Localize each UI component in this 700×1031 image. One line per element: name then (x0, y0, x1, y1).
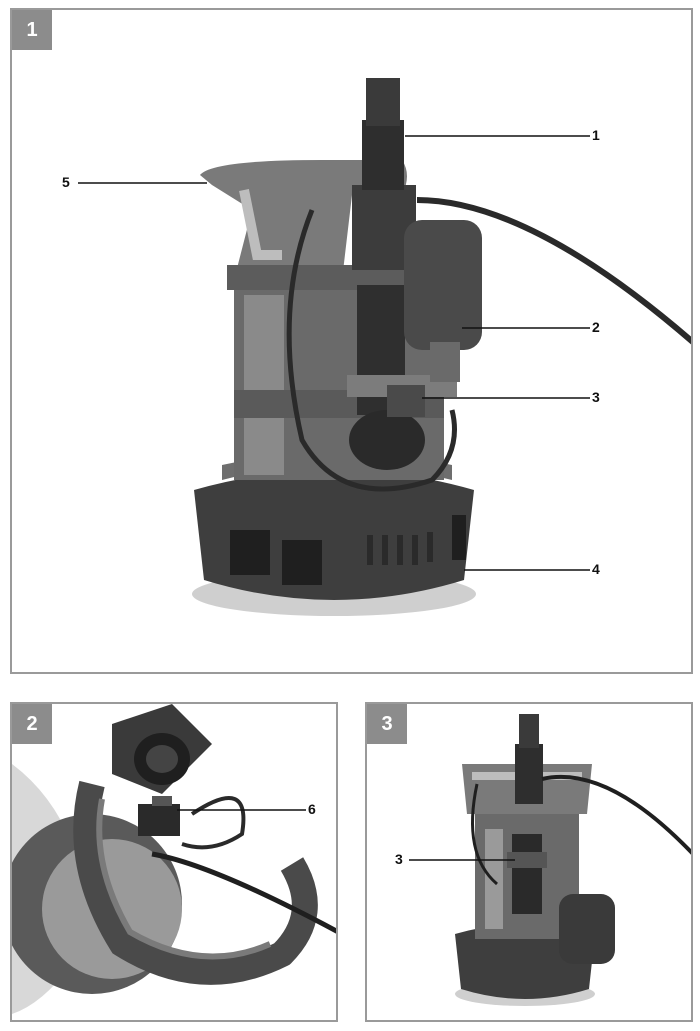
figure-2-panel: 2 6 (10, 702, 338, 1022)
callout-4: 4 (592, 561, 600, 577)
callout-5: 5 (62, 174, 70, 190)
figure-1-panel: 1 (10, 8, 693, 674)
callout-3: 3 (592, 389, 600, 405)
callout-6: 6 (308, 801, 316, 817)
callout-3-detail: 3 (395, 851, 403, 867)
figure-3-panel: 3 3 (365, 702, 693, 1022)
pump-illustration-small (409, 714, 691, 1006)
figure-1-badge: 1 (12, 10, 52, 50)
pump-detail-illustration (12, 704, 336, 1014)
figure-3-badge: 3 (367, 704, 407, 744)
figure-2-badge: 2 (12, 704, 52, 744)
pump-illustration-large (78, 78, 691, 616)
callout-2: 2 (592, 319, 600, 335)
callout-1: 1 (592, 127, 600, 143)
